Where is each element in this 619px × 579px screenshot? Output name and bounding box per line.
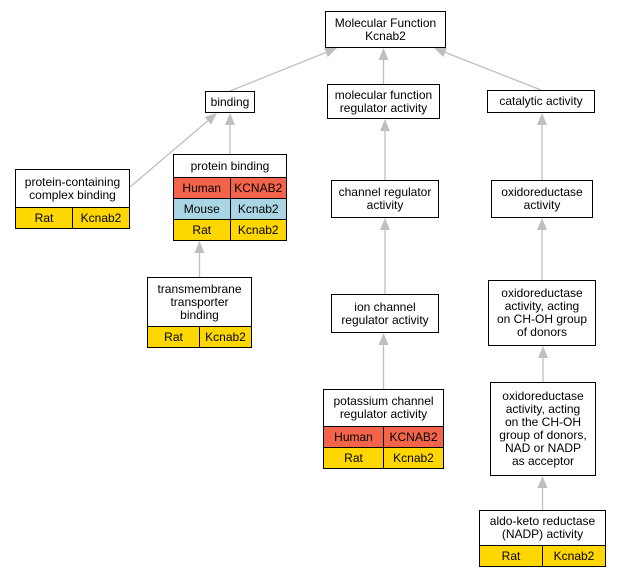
edge-arrowhead bbox=[434, 47, 447, 58]
species-cell: Rat bbox=[192, 223, 212, 237]
node-title: aldo-keto reductase (NADP) activity bbox=[489, 514, 596, 541]
node-mf-regulator-activity[interactable]: molecular function regulator activity bbox=[327, 84, 440, 119]
node-title: protein binding bbox=[190, 158, 270, 173]
species-row: Rat Kcnab2 bbox=[148, 326, 251, 347]
node-title: channel regulator activity bbox=[338, 185, 432, 212]
node-title: catalytic activity bbox=[499, 94, 583, 108]
edge-arrowhead bbox=[538, 346, 548, 358]
species-row: Rat Kcnab2 bbox=[480, 545, 605, 566]
node-molecular-function-root[interactable]: Molecular Function Kcnab2 bbox=[325, 11, 446, 48]
species-cell: Rat bbox=[501, 549, 521, 563]
species-row: Human KCNAB2 bbox=[174, 177, 286, 198]
gene-cell: KCNAB2 bbox=[383, 427, 443, 447]
node-title: oxidoreductase activity, acting on CH-OH… bbox=[496, 286, 588, 339]
node-title: binding bbox=[210, 94, 250, 109]
species-cell: Rat bbox=[34, 211, 54, 225]
node-title: molecular function regulator activity bbox=[334, 87, 433, 115]
node-title: transmembrane transporter binding bbox=[157, 281, 242, 322]
species-cell: Rat bbox=[344, 451, 363, 465]
node-oxidoreductase-ch-oh-donors[interactable]: oxidoreductase activity, acting on CH-OH… bbox=[488, 280, 596, 346]
gene-cell: KCNAB2 bbox=[229, 178, 287, 198]
edge-line bbox=[444, 51, 542, 91]
species-rows: Rat Kcnab2 bbox=[148, 326, 251, 347]
gene-cell: Kcnab2 bbox=[72, 208, 129, 228]
node-oxidoreductase-nad-nadp-acceptor[interactable]: oxidoreductase activity, acting on the C… bbox=[490, 382, 596, 476]
edge-line bbox=[129, 120, 209, 188]
node-ion-channel-regulator-activity[interactable]: ion channel regulator activity bbox=[331, 294, 439, 333]
edge-arrowhead bbox=[225, 113, 235, 125]
node-channel-regulator-activity[interactable]: channel regulator activity bbox=[331, 180, 439, 218]
gene-cell: Kcnab2 bbox=[229, 220, 287, 240]
node-title: Molecular Function Kcnab2 bbox=[334, 15, 437, 43]
edge-arrowhead bbox=[194, 241, 205, 253]
edge-arrowhead bbox=[380, 218, 390, 230]
node-title: oxidoreductase activity, acting on the C… bbox=[499, 389, 587, 468]
node-aldo-keto-reductase-nadp-activity[interactable]: aldo-keto reductase (NADP) activity Rat K… bbox=[479, 510, 606, 567]
species-cell: Human bbox=[182, 181, 222, 195]
gene-cell: Kcnab2 bbox=[542, 546, 605, 566]
species-row: Rat Kcnab2 bbox=[174, 219, 286, 240]
node-title: ion channel regulator activity bbox=[341, 299, 429, 327]
gene-cell: Kcnab2 bbox=[383, 448, 443, 468]
gene-cell: Kcnab2 bbox=[229, 199, 287, 219]
node-title: potassium channel regulator activity bbox=[333, 394, 434, 421]
edge-arrowhead bbox=[537, 113, 547, 125]
node-protein-containing-complex-binding[interactable]: protein-containing complex binding Rat Kc… bbox=[15, 169, 130, 229]
node-transmembrane-transporter-binding[interactable]: transmembrane transporter binding Rat Kcn… bbox=[147, 277, 252, 348]
edge-arrowhead bbox=[537, 476, 548, 488]
node-potassium-channel-regulator-activity[interactable]: potassium channel regulator activity Hum… bbox=[323, 389, 444, 469]
node-catalytic-activity[interactable]: catalytic activity bbox=[487, 90, 595, 113]
species-cell: Human bbox=[334, 430, 373, 444]
edge-line bbox=[229, 51, 327, 92]
species-cell: Mouse bbox=[183, 202, 220, 216]
species-row: Human KCNAB2 bbox=[324, 426, 443, 447]
species-row: Rat Kcnab2 bbox=[324, 447, 443, 468]
node-binding[interactable]: binding bbox=[205, 91, 255, 113]
edge-arrowhead bbox=[378, 333, 389, 345]
edge-arrowhead bbox=[537, 218, 547, 230]
species-row: Rat Kcnab2 bbox=[16, 207, 129, 228]
species-cell: Rat bbox=[164, 330, 183, 344]
species-rows: Rat Kcnab2 bbox=[16, 207, 129, 228]
node-title: protein-containing complex binding bbox=[24, 174, 121, 202]
edge-arrowhead bbox=[324, 47, 337, 58]
species-row: Mouse Kcnab2 bbox=[174, 198, 286, 219]
species-rows: Rat Kcnab2 bbox=[480, 545, 605, 566]
edge-arrowhead bbox=[380, 119, 390, 131]
node-title: oxidoreductase activity bbox=[501, 185, 583, 212]
edge-arrowhead bbox=[378, 48, 389, 60]
gene-cell: Kcnab2 bbox=[199, 327, 251, 347]
edge-arrowhead bbox=[204, 113, 217, 125]
node-oxidoreductase-activity[interactable]: oxidoreductase activity bbox=[491, 180, 593, 218]
